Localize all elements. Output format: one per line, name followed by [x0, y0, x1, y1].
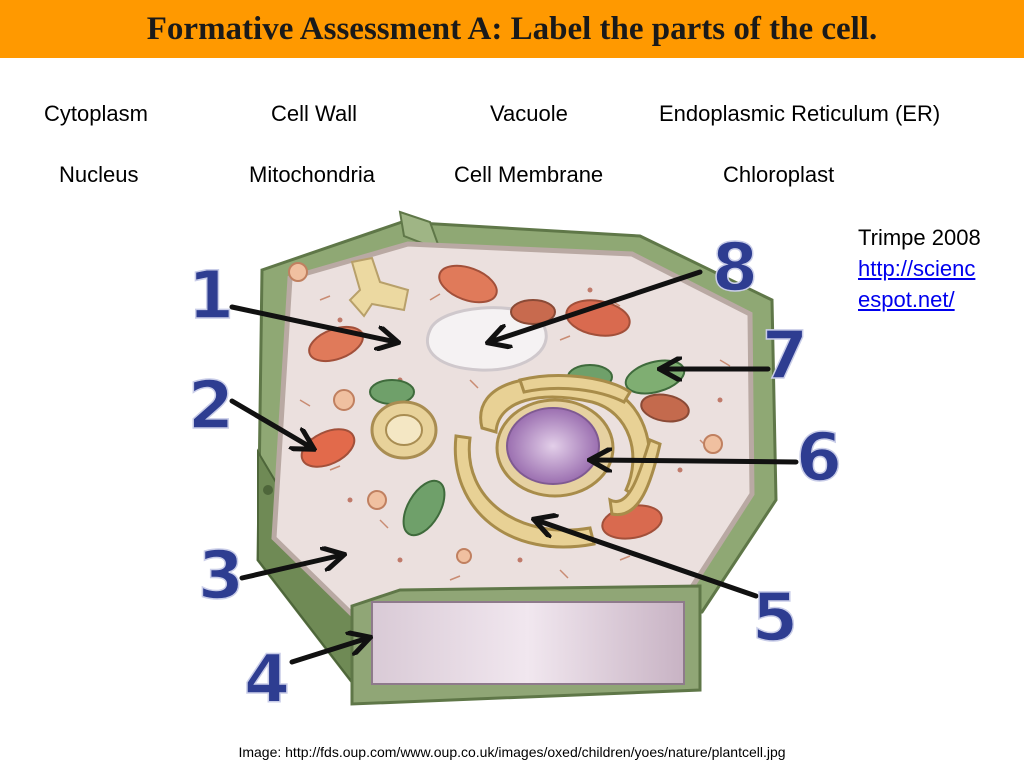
label-arrows: [229, 269, 799, 665]
nucleus: [495, 398, 615, 498]
term-chloroplast: Chloroplast: [723, 162, 835, 187]
vesicles: [288, 262, 723, 564]
term-vacuole: Vacuole: [490, 101, 568, 126]
cell-wall-cross-section: [350, 584, 702, 706]
term-er: Endoplasmic Reticulum (ER): [659, 101, 941, 126]
label-number-6: 6: [796, 419, 842, 496]
slide-title: Formative Assessment A: Label the parts …: [146, 10, 878, 47]
endoplasmic-reticulum: [453, 374, 662, 549]
label-number-3: 3: [198, 537, 244, 614]
credit-link-line1: http://scienc: [858, 256, 976, 281]
label-number-7: 7: [762, 317, 808, 394]
golgi-apparatus: [348, 256, 410, 318]
label-number-1: 1: [188, 257, 234, 334]
credit-author: Trimpe 2008: [858, 225, 981, 250]
term-cytoplasm: Cytoplasm: [44, 101, 148, 126]
term-mitochondria: Mitochondria: [249, 162, 375, 187]
centriole: [370, 400, 438, 460]
credit-link-line2: espot.net/: [858, 287, 955, 312]
mitochondria: [300, 264, 690, 540]
image-source-caption: Image: http://fds.oup.com/www.oup.co.uk/…: [238, 744, 786, 760]
title-bar: Formative Assessment A: Label the parts …: [0, 0, 1024, 58]
term-nucleus: Nucleus: [59, 162, 139, 187]
term-cell-wall: Cell Wall: [271, 101, 357, 126]
label-number-8: 8: [712, 229, 758, 306]
credit: Trimpe 2008 http://scienc espot.net/: [858, 222, 981, 315]
credit-link[interactable]: http://scienc espot.net/: [858, 253, 981, 315]
label-number-4: 4: [244, 641, 290, 718]
label-number-5: 5: [752, 579, 798, 656]
label-number-2: 2: [188, 367, 234, 444]
term-cell-membrane: Cell Membrane: [454, 162, 604, 187]
